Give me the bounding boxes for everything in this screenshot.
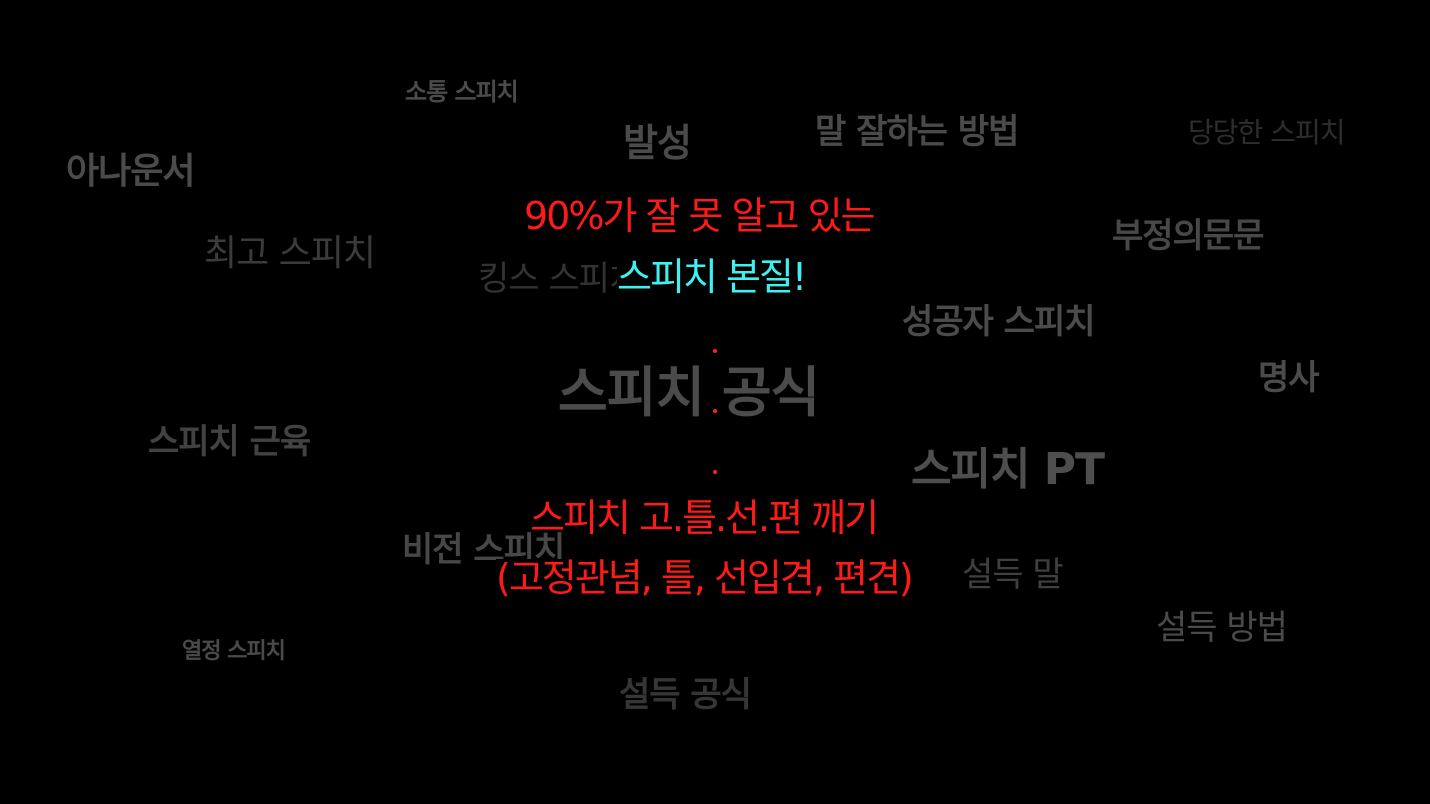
cloud-word: 설득 말 xyxy=(962,555,1064,595)
separator-dot xyxy=(713,349,717,353)
cloud-word: 부정의문문 xyxy=(1112,216,1264,256)
cloud-word: 말 잘하는 방법 xyxy=(815,112,1019,152)
cloud-word: 킹스 스피치 xyxy=(478,259,640,299)
cloud-word: 발성 xyxy=(623,121,692,165)
separator-dot xyxy=(713,470,717,474)
separator-dot xyxy=(713,409,717,413)
cloud-word: 명사 xyxy=(1258,358,1320,398)
cloud-word: 스피치 공식 xyxy=(558,361,820,424)
headline-line-4: (고정관념, 틀, 선입견, 편견) xyxy=(496,559,918,597)
cloud-word: 스피치 근육 xyxy=(148,422,311,462)
headline-line-2: 스피치 본질! xyxy=(617,258,810,296)
cloud-word: 설득 공식 xyxy=(619,675,752,715)
cloud-word: 스피치 PT xyxy=(911,444,1105,495)
cloud-word: 열정 스피치 xyxy=(182,639,286,664)
headline-line-3: 스피치 고.틀.선.편 깨기 xyxy=(530,496,879,540)
cloud-word: 당당한 스피치 xyxy=(1188,116,1345,149)
cloud-word: 아나운서 xyxy=(66,151,195,192)
cloud-word: 성공자 스피치 xyxy=(902,302,1096,342)
cloud-word: 설득 방법 xyxy=(1156,608,1288,648)
headline-line-1: 90%가 잘 못 알고 있는 xyxy=(524,194,875,238)
cloud-word: 소통 스피치 xyxy=(405,78,519,106)
cloud-word: 최고 스피치 xyxy=(204,233,376,274)
